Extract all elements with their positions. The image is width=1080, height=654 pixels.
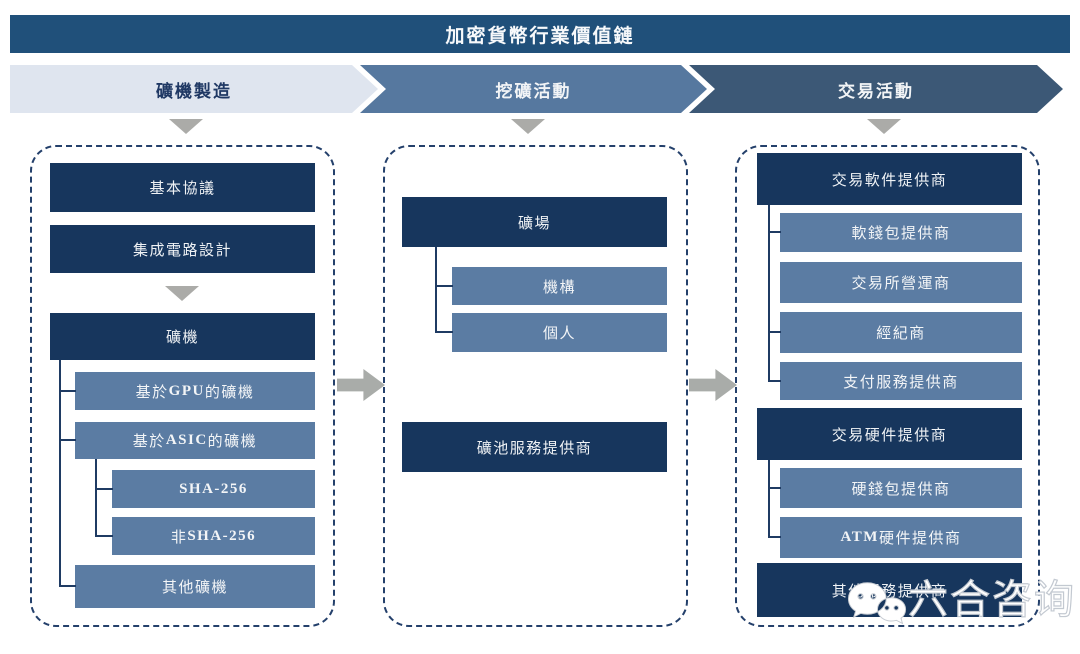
- connector-line: [435, 331, 453, 333]
- node-institution: 機構: [452, 267, 667, 305]
- connector-line: [435, 285, 453, 287]
- node-broker: 經紀商: [780, 312, 1022, 353]
- connector-line: [59, 360, 61, 587]
- panel-mining: [383, 145, 688, 627]
- connector-line: [95, 459, 97, 537]
- triangle-down-icon: [169, 119, 203, 134]
- node-miner: 礦機: [50, 313, 315, 360]
- connector-line: [59, 390, 76, 392]
- panel-manufacturing: [30, 145, 335, 627]
- node-other-miner: 其他礦機: [75, 565, 315, 608]
- flow-arrow-icon: [689, 369, 737, 401]
- connector-line: [768, 331, 781, 333]
- triangle-down-icon: [867, 119, 901, 134]
- node-payment-service: 支付服務提供商: [780, 362, 1022, 400]
- node-individual: 個人: [452, 313, 667, 352]
- connector-line: [95, 535, 113, 537]
- triangle-down-icon: [511, 119, 545, 134]
- node-mine-farm: 礦場: [402, 197, 667, 247]
- connector-line: [768, 460, 770, 538]
- stage-arrow-mining: 挖礦活動: [360, 65, 707, 113]
- node-exchange-operator: 交易所營運商: [780, 262, 1022, 303]
- node-basic-protocol: 基本協議: [50, 163, 315, 212]
- node-ic-design: 集成電路設計: [50, 225, 315, 273]
- connector-line: [435, 247, 437, 333]
- node-trading-software: 交易軟件提供商: [757, 153, 1022, 205]
- stage-arrow-trading: 交易活動: [689, 65, 1063, 113]
- node-hard-wallet: 硬錢包提供商: [780, 468, 1022, 508]
- connector-line: [768, 536, 781, 538]
- flow-arrow-icon: [337, 369, 385, 401]
- page-title: 加密貨幣行業價值鏈: [10, 15, 1070, 53]
- watermark: 六合咨询: [846, 574, 1076, 632]
- panel-trading: [735, 145, 1040, 627]
- node-trading-hardware: 交易硬件提供商: [757, 408, 1022, 460]
- node-other-service: 其他服務提供商: [757, 563, 1022, 617]
- wechat-icon: [847, 582, 907, 625]
- connector-line: [768, 487, 781, 489]
- node-sha256: SHA-256: [112, 470, 315, 508]
- stage-arrow-manufacturing: 礦機製造: [10, 65, 378, 113]
- connector-line: [768, 380, 781, 382]
- connector-line: [95, 488, 113, 490]
- connector-line: [768, 231, 781, 233]
- watermark-text: 六合咨询: [907, 577, 1076, 622]
- node-soft-wallet: 軟錢包提供商: [780, 213, 1022, 252]
- connector-line: [59, 585, 76, 587]
- connector-line: [768, 205, 770, 381]
- node-mining-pool: 礦池服務提供商: [402, 422, 667, 472]
- connector-line: [59, 439, 76, 441]
